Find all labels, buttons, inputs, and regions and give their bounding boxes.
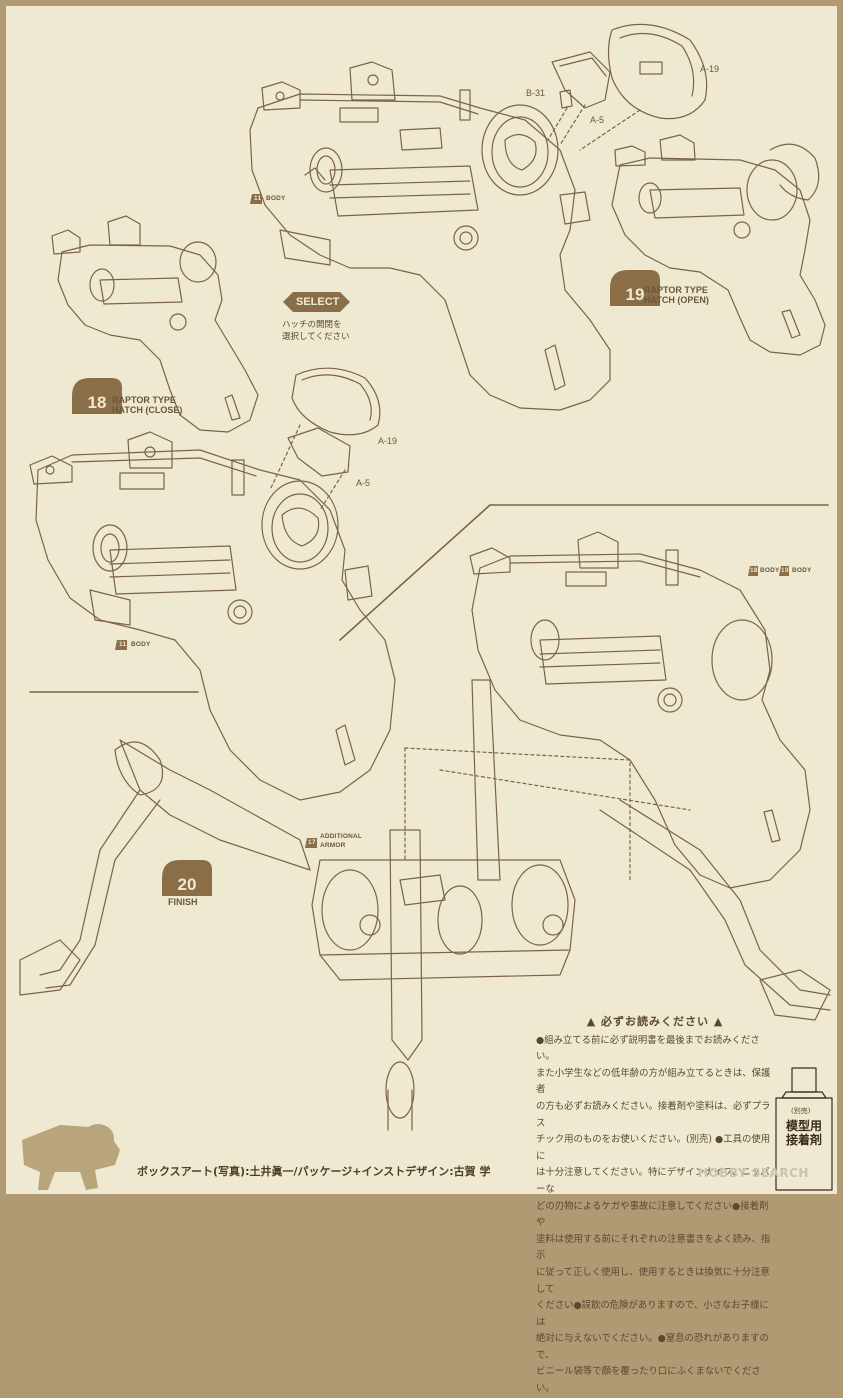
step19-badge — [610, 270, 660, 306]
watermark: HOBBY SEARCH — [698, 1166, 809, 1180]
step17-text1: ADDITIONAL — [320, 833, 363, 840]
step19-number: 19 — [625, 285, 645, 304]
part-label-a5-mid: A-5 — [356, 478, 371, 488]
notice-title-text: 必ずお読みください — [601, 1015, 709, 1028]
section-divider — [339, 504, 829, 641]
step19-body-drawing — [611, 134, 826, 356]
glue-line1: 模型用 — [785, 1119, 822, 1133]
ref19-num: 19 — [781, 567, 789, 574]
ref19-text: BODY — [792, 567, 812, 574]
step17-text2: ARMOR — [320, 842, 346, 849]
step20-caption: FINISH — [168, 897, 198, 907]
step20-badge — [162, 860, 212, 896]
glue-sub: (別売) — [791, 1107, 811, 1115]
step17-num: 17 — [308, 839, 316, 846]
step18-number: 18 — [87, 393, 107, 412]
step19-line2: HATCH (OPEN) — [644, 295, 709, 305]
step11-mid-tag-text: BODY — [131, 641, 151, 648]
glue-line2: 接着剤 — [785, 1133, 822, 1147]
step19-caption: RAPTOR TYPE HATCH (OPEN) — [644, 285, 709, 305]
select-caption: ハッチの開閉を 選択してください — [282, 318, 350, 342]
step11-mid-tag-num: 11 — [119, 641, 127, 648]
notice-line: どの刃物によるケガや事故に注意してください●接着剤や — [536, 1200, 769, 1229]
part-label-a19-top: A-19 — [700, 64, 720, 74]
step18-body-drawing — [51, 215, 259, 433]
step18-line2: HATCH (CLOSE) — [112, 405, 183, 415]
notice-title: ▲ 必ずお読みください ▲ — [586, 1015, 724, 1028]
credits: ボックスアート(写真):土井眞一/パッケージ+インストデザイン:古賀 学 — [137, 1165, 491, 1178]
select-line2: 選択してください — [282, 331, 350, 341]
glue-label: 模型用 接着剤 — [778, 1119, 830, 1147]
select-label: SELECT — [296, 296, 340, 308]
notice-line: は十分注意してください。特にデザインナイフ、ニッパーな — [536, 1167, 770, 1195]
step-badges — [72, 194, 789, 896]
ref18-num: 18 — [750, 567, 758, 574]
part-label-a5-top: A-5 — [590, 115, 605, 125]
step18-badge — [72, 378, 122, 414]
notice-line: の方も必ずお読みください。接着剤や塗料は、必ずプラス — [536, 1100, 771, 1129]
top-body-drawing — [249, 61, 611, 411]
step11-tag-text: BODY — [266, 195, 286, 202]
step11-tag-num: 11 — [254, 195, 262, 202]
part-label-b31: B-31 — [526, 88, 546, 98]
notice-line: 絶対に与えないでください。●窒息の恐れがありますので、 — [536, 1333, 769, 1361]
step18-caption: RAPTOR TYPE HATCH (CLOSE) — [112, 395, 182, 415]
select-line1: ハッチの開閉を — [282, 319, 342, 329]
notice-line: ください●誤飲の危険がありますので、小さなお子様には — [536, 1300, 769, 1328]
step20-number: 20 — [177, 875, 197, 894]
ref-or-text: BODY or — [760, 567, 789, 574]
tachikoma-silhouette-icon — [22, 1124, 120, 1190]
notice-line: に従って正しく使用し、使用するときは換気に十分注意して — [536, 1266, 770, 1295]
notice-line: ●組み立てる前に必ず説明書を最後までお読みください。 — [536, 1034, 760, 1063]
glue-bottle-drawing — [775, 1067, 833, 1191]
step18-line1: RAPTOR TYPE — [112, 395, 176, 405]
step19-line1: RAPTOR TYPE — [644, 285, 708, 295]
notice-line: チック用のものをお使いください。(別売) ●工具の使用に — [536, 1134, 771, 1162]
finish-body-drawing — [19, 531, 831, 1131]
select-arrow-icon — [283, 292, 350, 312]
safety-notice: ▲ 必ずお読みください ▲ ●組み立てる前に必ず説明書を最後までお読みください。… — [536, 1014, 774, 1398]
part-label-a19-mid: A-19 — [378, 436, 398, 446]
middle-hatch-parts — [269, 367, 381, 511]
assembly-illustrations — [19, 23, 833, 1191]
top-hatch-parts — [547, 23, 708, 151]
notice-line: 塗料は使用する前にそれぞれの注意書きをよく読み、指示 — [536, 1233, 771, 1262]
middle-body-drawing — [29, 431, 396, 801]
notice-line: また小学生などの低年齢の方が組み立てるときは、保護者 — [536, 1067, 771, 1096]
notice-line: ビニール袋等で顔を覆ったり口にふくまないでください。 — [536, 1366, 761, 1395]
